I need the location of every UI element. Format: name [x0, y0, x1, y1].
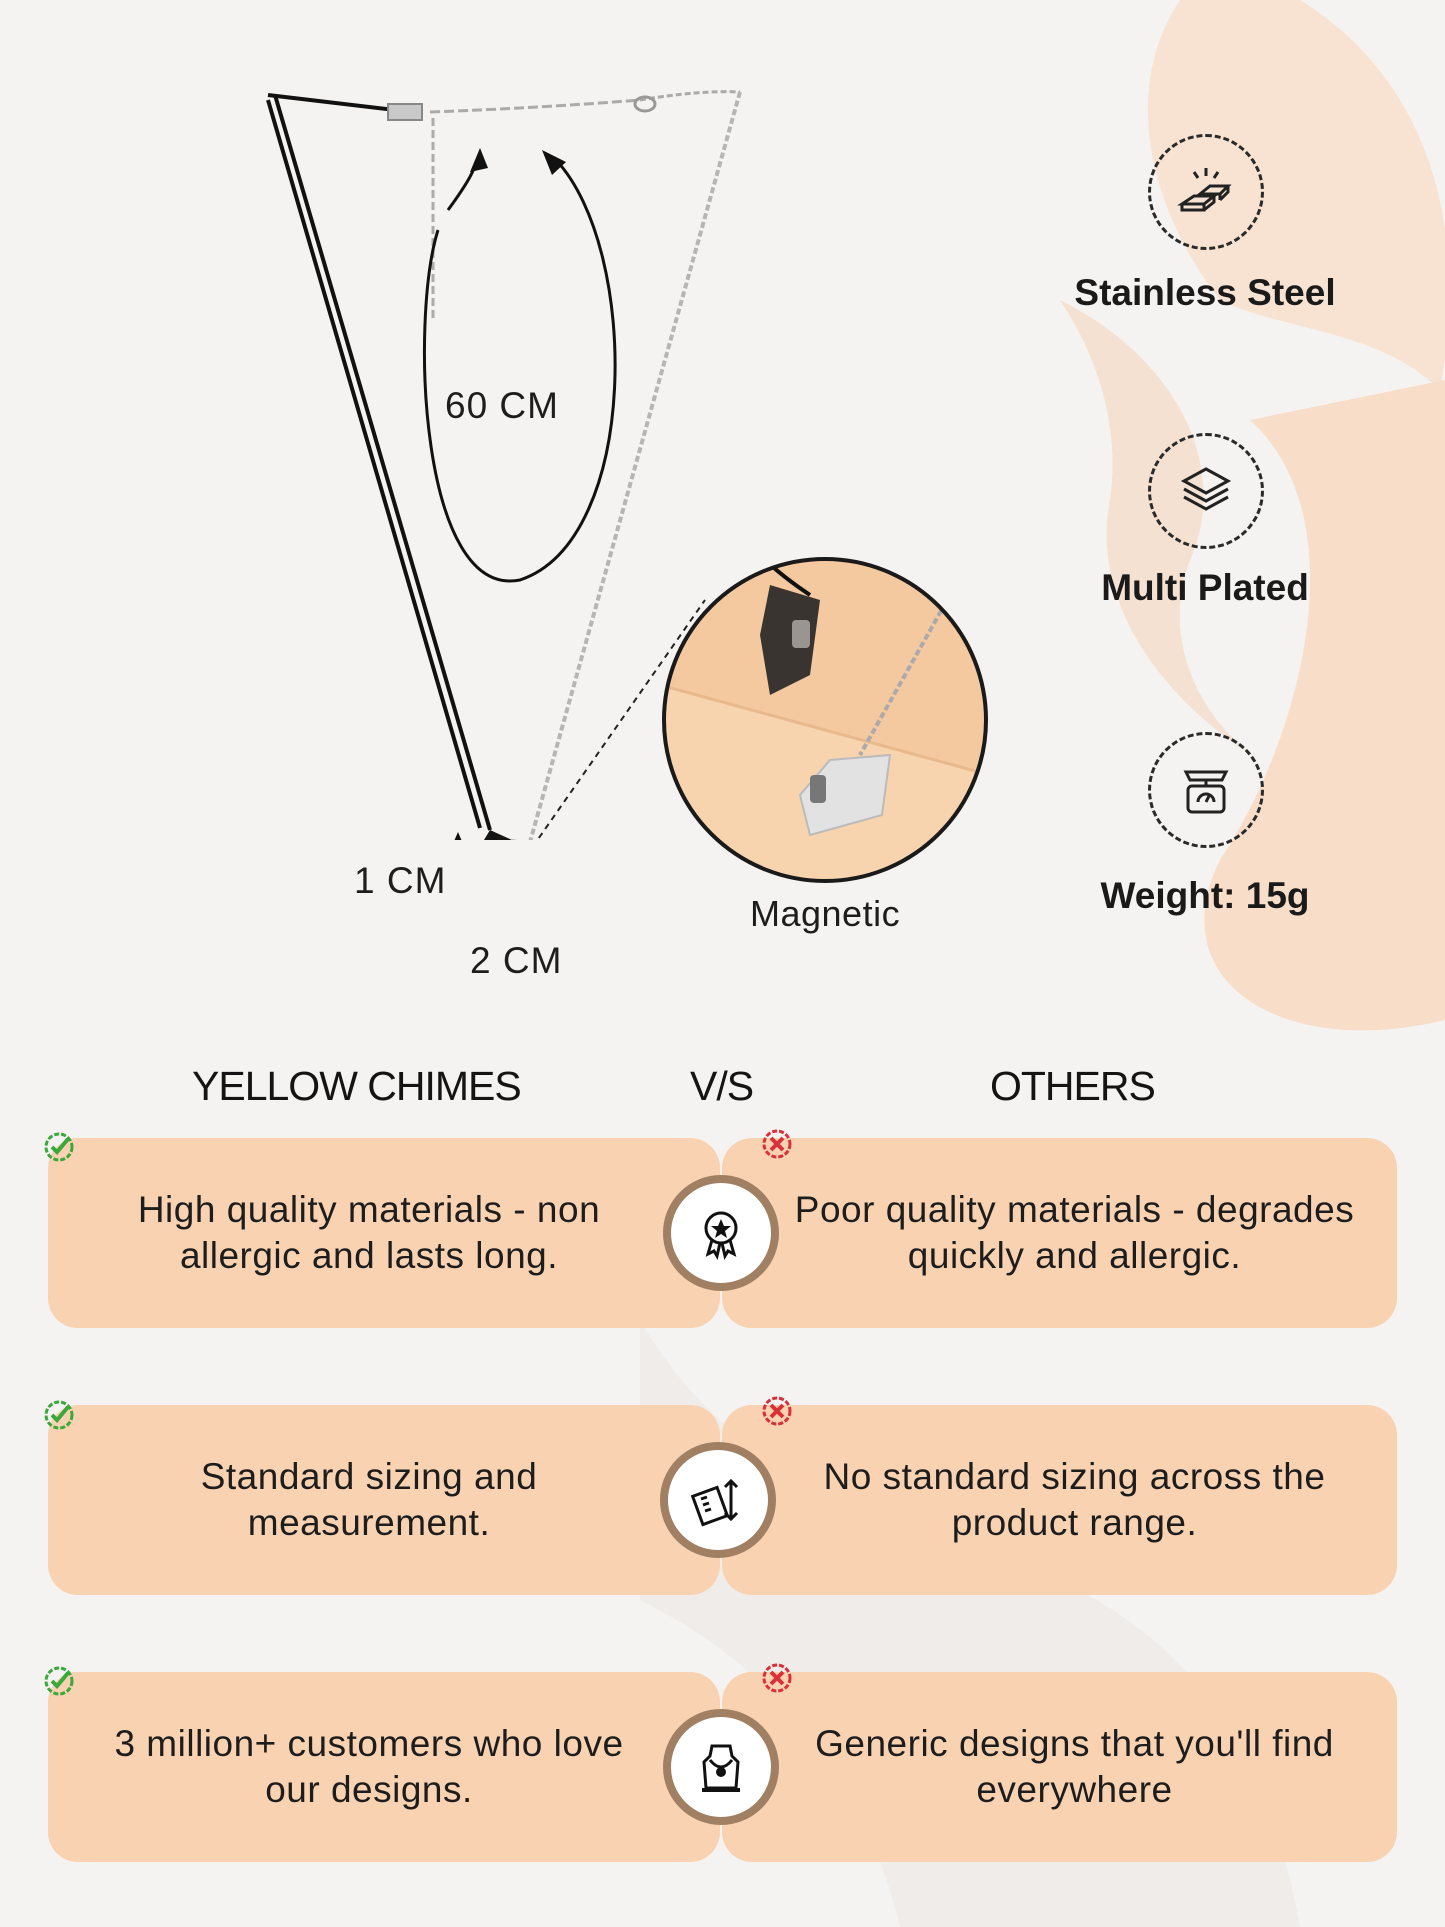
quality-rosette-icon	[663, 1175, 779, 1291]
necklace-illustration	[266, 90, 742, 840]
comparison-row-2-ours: Standard sizing and measurement.	[48, 1405, 720, 1595]
gold-bars-icon	[1148, 134, 1264, 250]
cross-icon	[762, 1129, 792, 1159]
ruler-icon	[660, 1442, 776, 1558]
check-icon	[44, 1132, 74, 1162]
magnetic-label: Magnetic	[750, 893, 901, 934]
weighing-scale-icon	[1148, 732, 1264, 848]
layers-icon	[1148, 433, 1264, 549]
others-heading: OTHERS	[990, 1063, 1156, 1109]
comparison-row-3-ours: 3 million+ customers who love our design…	[48, 1672, 720, 1862]
necklace-bust-icon	[663, 1709, 779, 1825]
cross-icon	[762, 1663, 792, 1693]
vs-heading: V/S	[690, 1063, 754, 1109]
cross-icon	[762, 1396, 792, 1426]
feature-multi-plated: Multi Plated	[1101, 567, 1309, 608]
feature-stainless-steel: Stainless Steel	[1074, 272, 1336, 313]
check-icon	[44, 1400, 74, 1430]
check-icon	[44, 1666, 74, 1696]
yellow-chimes-heading: YELLOW CHIMES	[192, 1063, 522, 1109]
comparison-row-1-ours: High quality materials - non allergic an…	[48, 1138, 720, 1328]
comparison-row-2-others: No standard sizing across the product ra…	[722, 1405, 1397, 1595]
feature-weight: Weight: 15g	[1100, 875, 1310, 916]
comparison-row-1-others: Poor quality materials - degrades quickl…	[722, 1138, 1397, 1328]
comparison-row-3-others: Generic designs that you'll find everywh…	[722, 1672, 1397, 1862]
height-label: 1 CM	[354, 860, 447, 901]
width-label: 2 CM	[470, 940, 563, 981]
magnetic-zoom-detail	[662, 557, 988, 883]
length-label: 60 CM	[445, 385, 559, 426]
